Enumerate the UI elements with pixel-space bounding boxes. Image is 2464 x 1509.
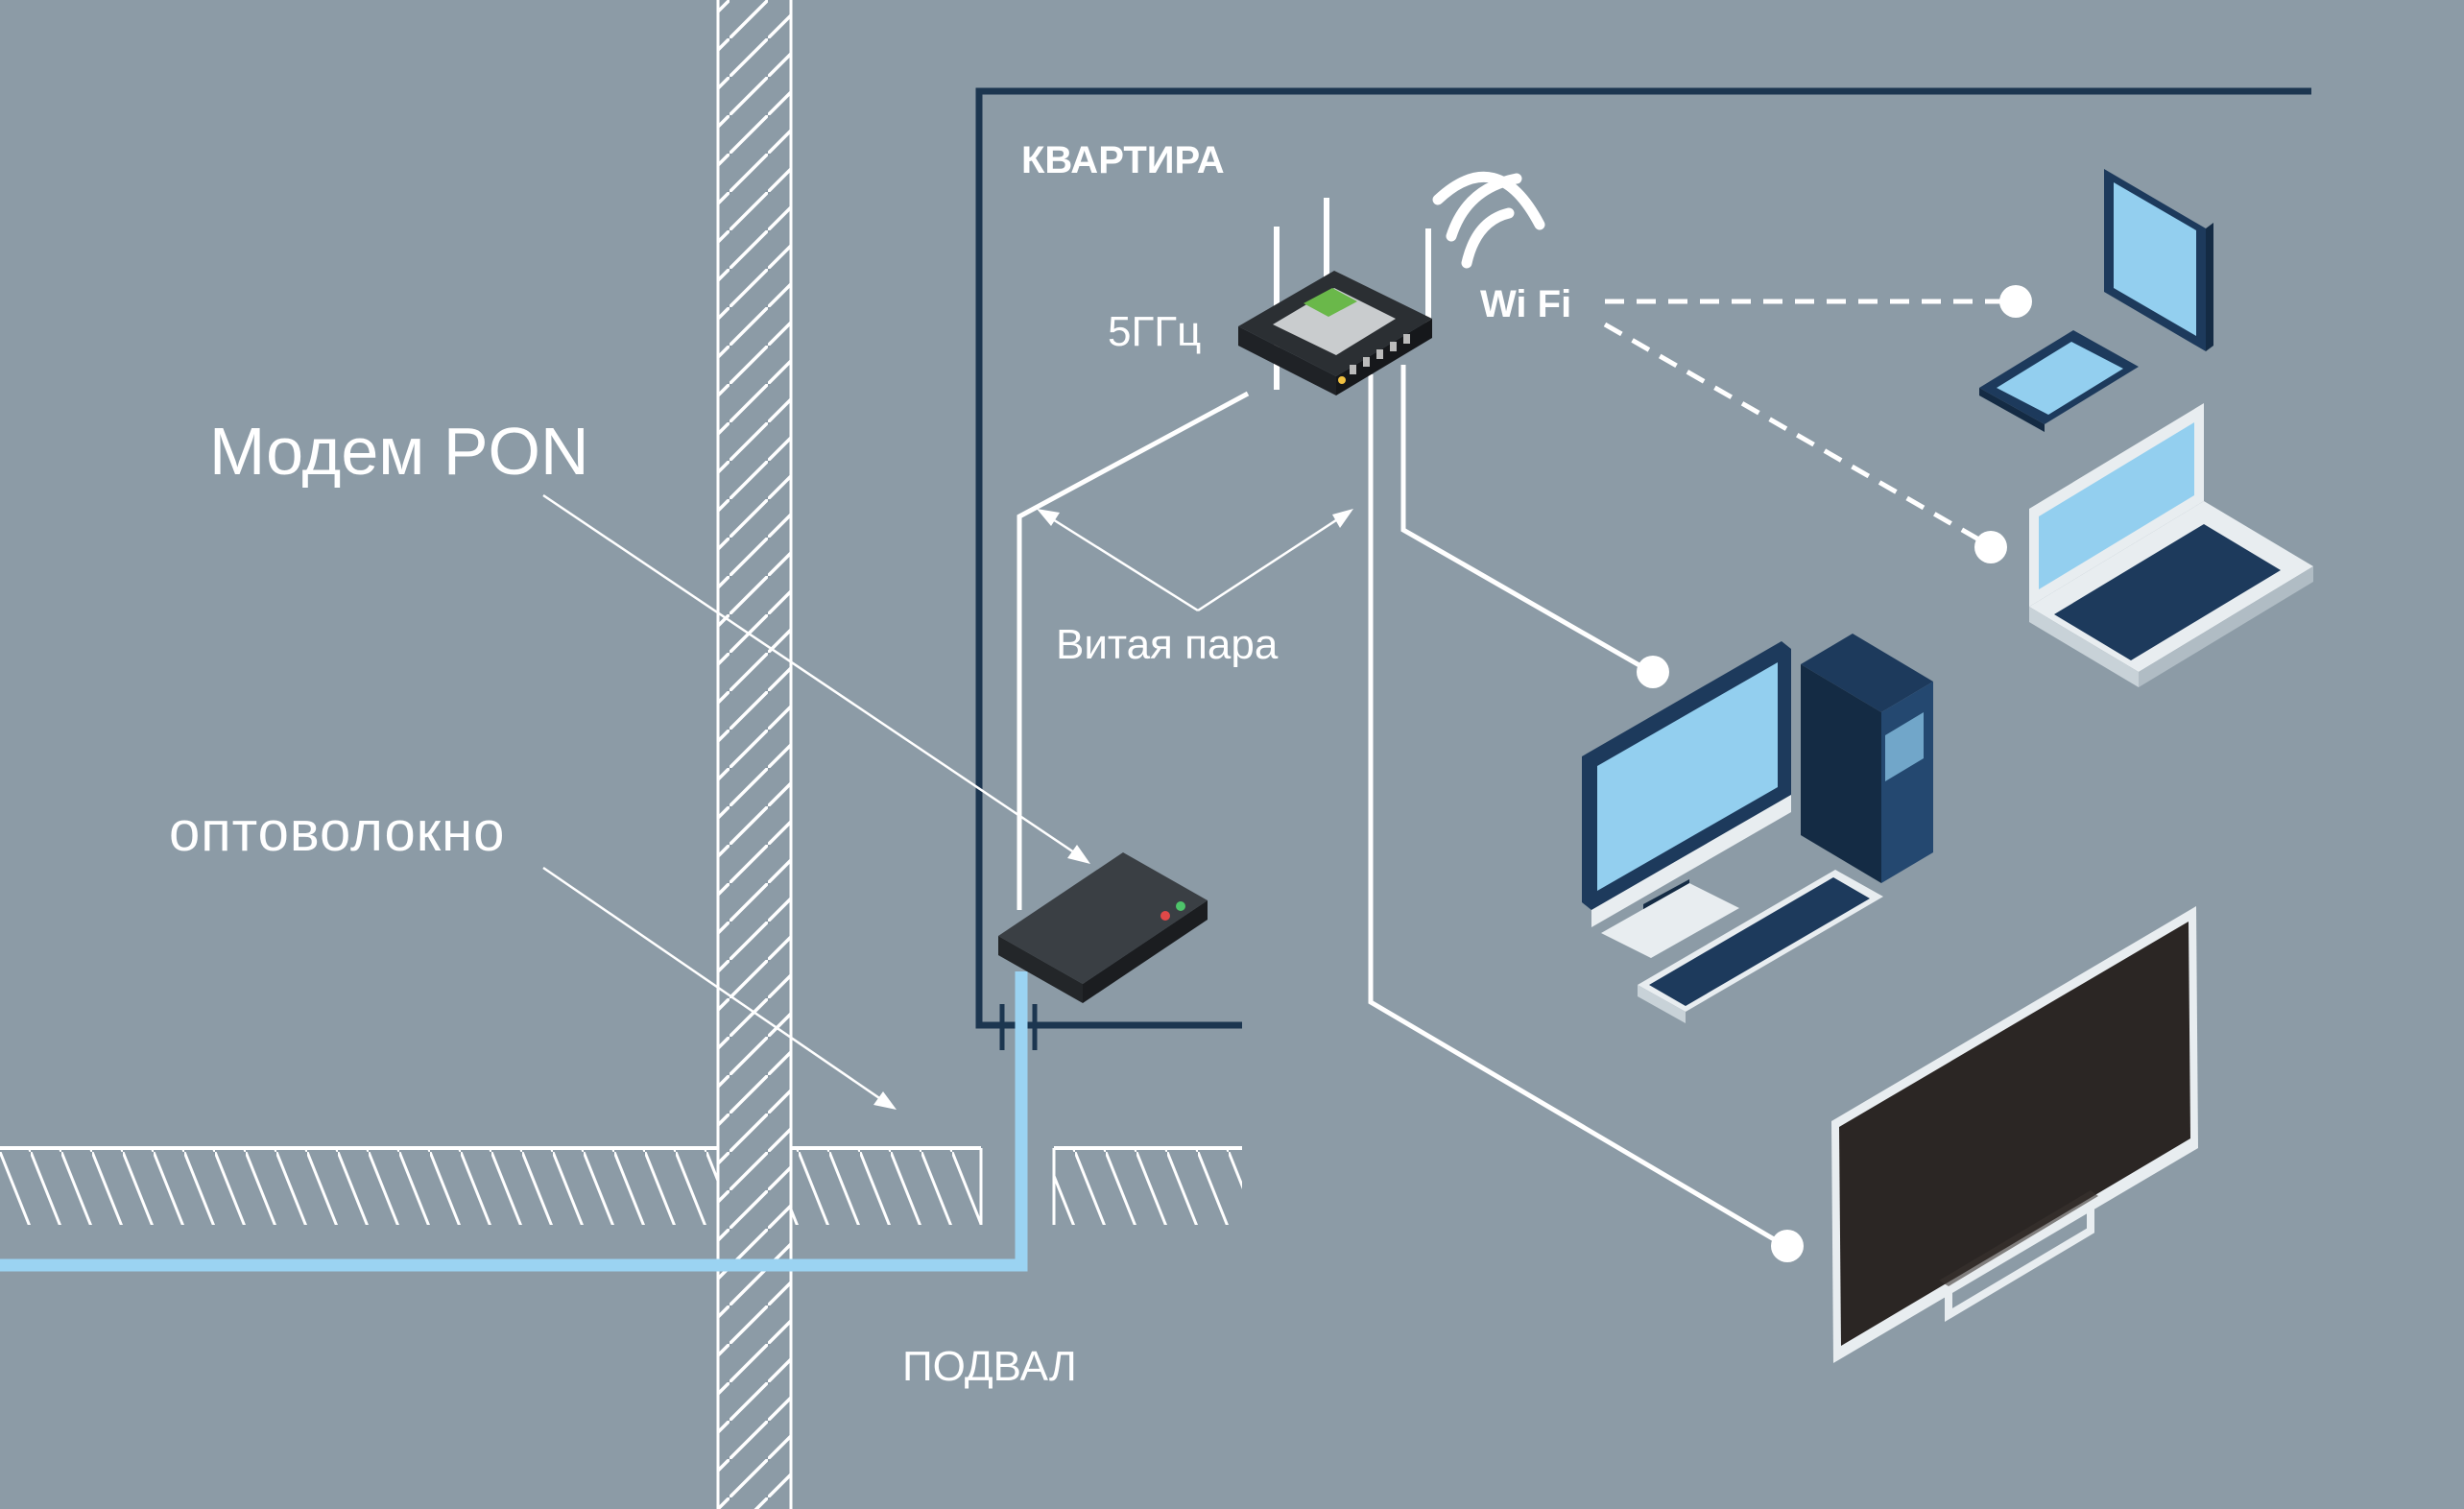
apartment-outline bbox=[975, 87, 2311, 1029]
pointer-fiber bbox=[542, 866, 897, 1110]
desktop-computer-icon bbox=[1582, 634, 1933, 1023]
tablet-icon bbox=[2104, 169, 2213, 351]
basement-label: ПОДВАЛ bbox=[902, 1343, 1077, 1390]
frequency-label: 5ГГц bbox=[1108, 308, 1201, 355]
modem-label: Модем PON bbox=[209, 414, 589, 489]
pon-modem-icon bbox=[998, 852, 1208, 1003]
smartphone-icon bbox=[1979, 330, 2139, 432]
wifi-signal-icon bbox=[1432, 171, 1545, 269]
wifi-links bbox=[1603, 299, 2014, 548]
fiber-cable bbox=[0, 971, 1038, 1272]
floor-slab bbox=[0, 1146, 1242, 1225]
laptop-icon bbox=[2029, 403, 2313, 687]
pointer-twisted-pair bbox=[1037, 509, 1353, 612]
wifi-label: Wi Fi bbox=[1480, 283, 1571, 325]
router-icon bbox=[1238, 198, 1432, 395]
endpoint-tv-dot bbox=[1771, 1230, 1804, 1262]
cable-to-tv bbox=[1368, 374, 1787, 1249]
cable-to-desktop bbox=[1400, 365, 1653, 675]
twisted-pair-label: Витая пара bbox=[1056, 621, 1279, 668]
pointer-modem bbox=[542, 493, 1090, 864]
fiber-label: оптоволокно bbox=[169, 801, 505, 863]
twisted-pair-cable bbox=[1017, 391, 1250, 910]
tv-icon bbox=[1831, 906, 2198, 1363]
endpoint-desktop-dot bbox=[1637, 656, 1669, 688]
endpoint-tablet-dot bbox=[1999, 285, 2032, 318]
endpoint-laptop-dot bbox=[1974, 531, 2007, 563]
apartment-label: КВАРТИРА bbox=[1021, 139, 1225, 181]
vertical-wall bbox=[716, 0, 793, 1509]
